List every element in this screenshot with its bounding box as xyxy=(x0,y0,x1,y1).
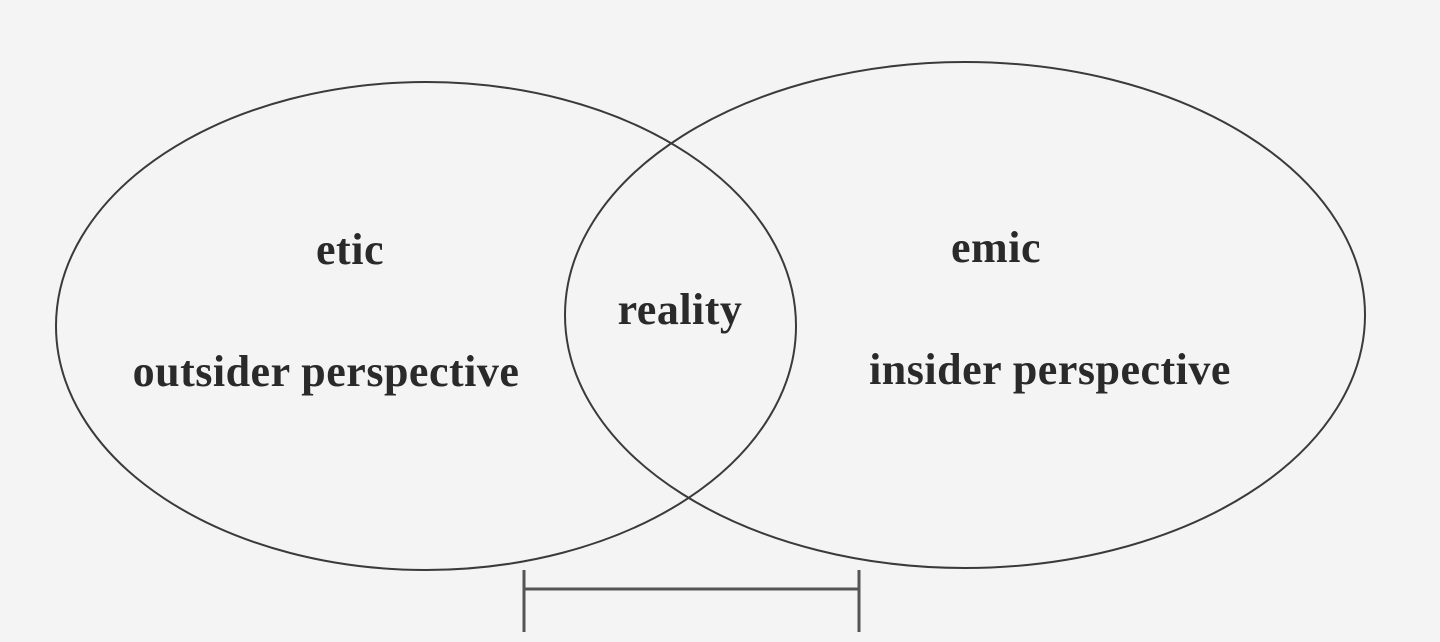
overlap-bracket xyxy=(522,570,861,632)
reality-label: reality xyxy=(617,285,743,334)
emic-ellipse xyxy=(564,61,1366,569)
etic-ellipse xyxy=(55,81,797,571)
insider-perspective-label: insider perspective xyxy=(869,345,1231,394)
emic-label: emic xyxy=(951,223,1041,272)
etic-label: etic xyxy=(316,225,384,274)
outsider-perspective-label: outsider perspective xyxy=(132,347,520,396)
